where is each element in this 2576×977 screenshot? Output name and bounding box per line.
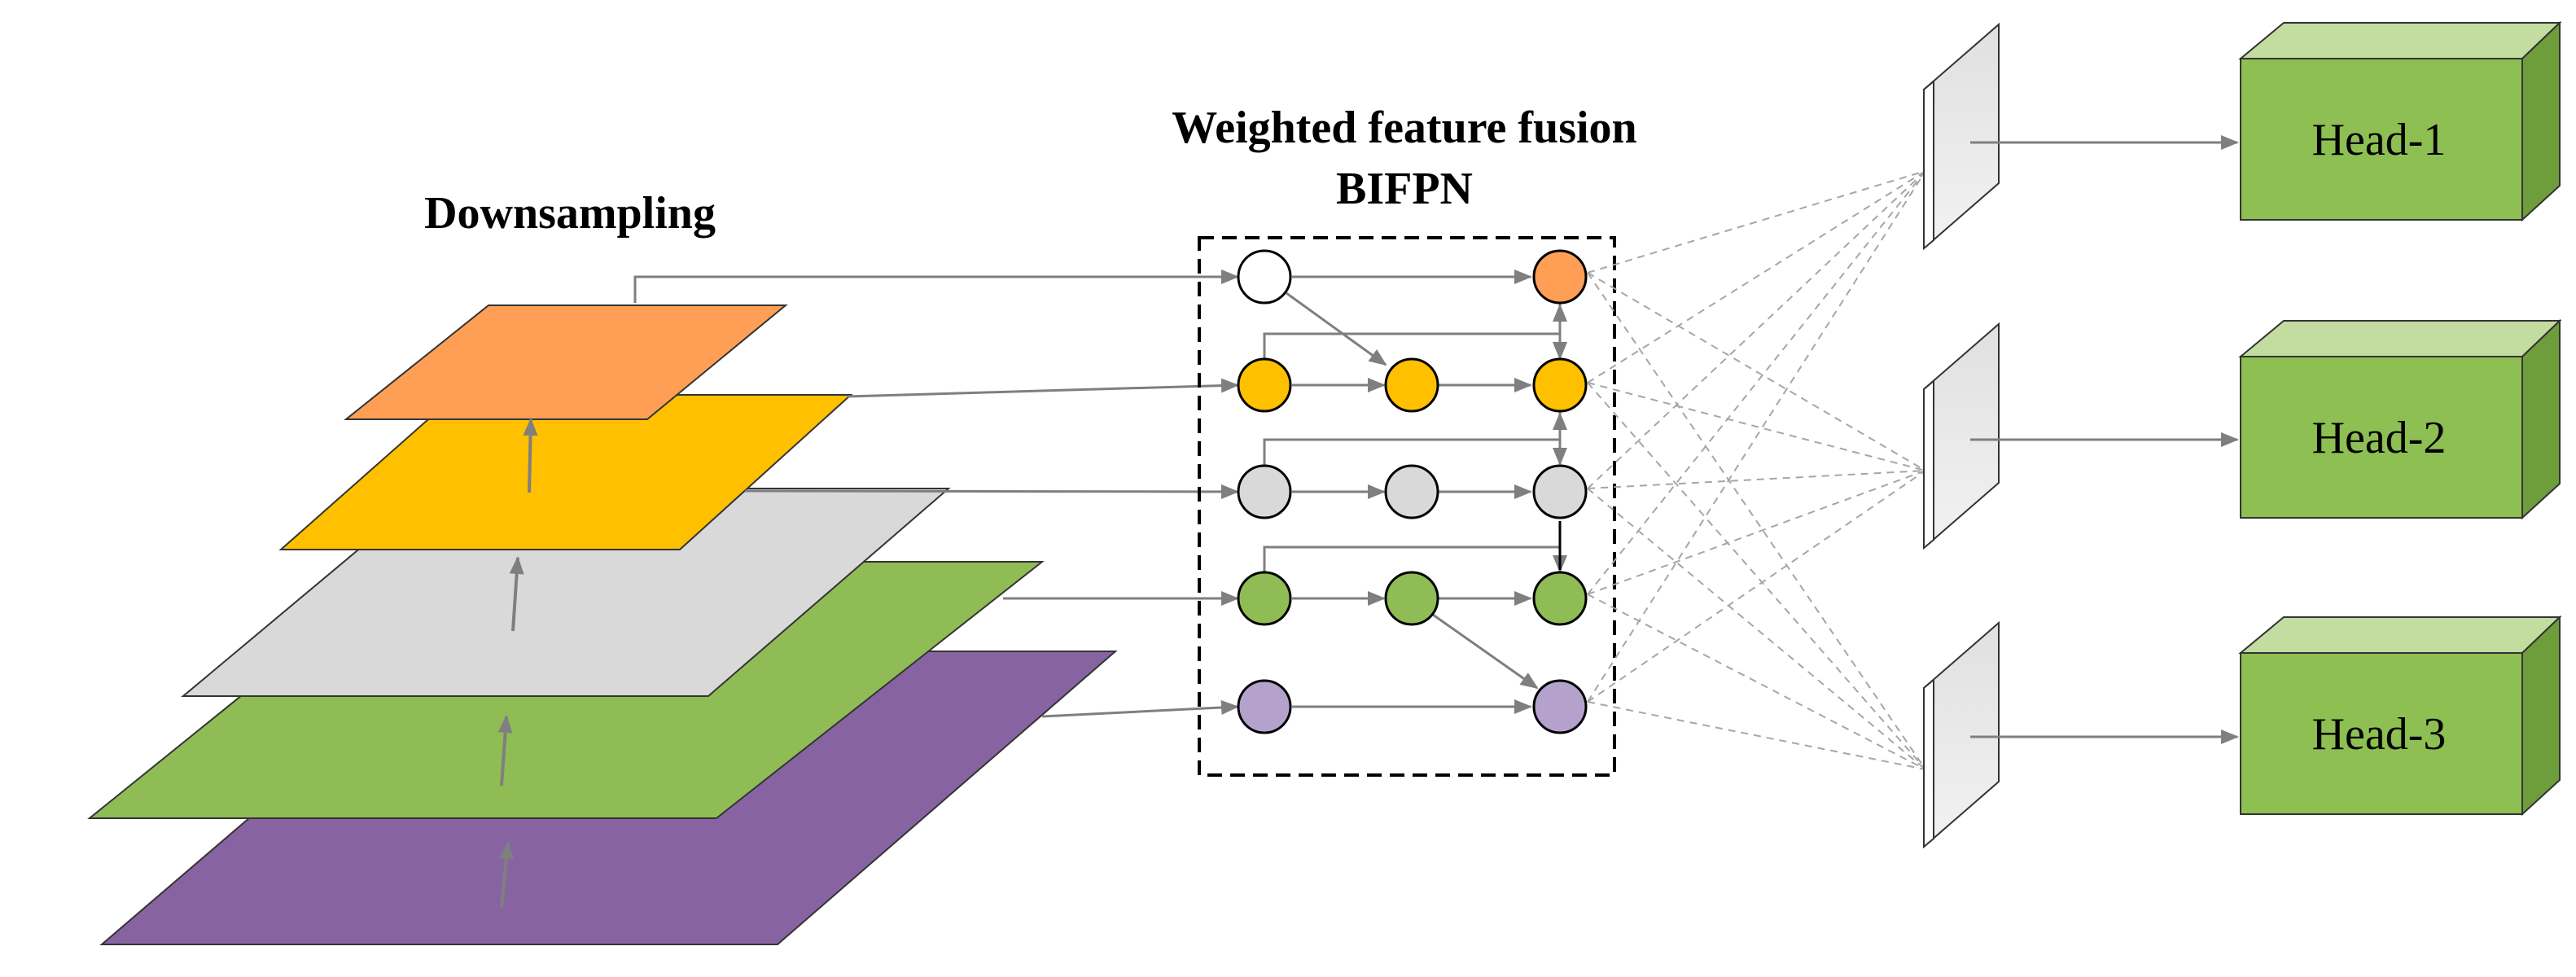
head-1-box: Head-1 (2238, 20, 2562, 222)
node-p7-in (1237, 249, 1292, 304)
bifpn-internal-edges (1263, 269, 1567, 714)
head-3-label: Head-3 (2312, 709, 2447, 760)
lateral-connections (633, 269, 1239, 718)
up-arrow-2 (497, 715, 513, 786)
feature-panel-3 (1923, 620, 2000, 849)
node-p4-out (1532, 571, 1588, 626)
lateral-purple (1041, 700, 1239, 718)
head-1-label: Head-1 (2312, 115, 2447, 165)
head-arrows (1970, 135, 2239, 744)
node-p6-out (1532, 357, 1588, 413)
downsampling-pyramid (87, 304, 1118, 945)
head-2-box: Head-2 (2238, 318, 2562, 520)
fusion-title-line2: BIFPN (1336, 164, 1473, 214)
node-p6-mid (1384, 357, 1439, 413)
feature-panel-1 (1923, 22, 2000, 251)
layer-yellow (278, 394, 853, 550)
layer-orange (344, 304, 788, 420)
node-p7-out (1532, 249, 1588, 304)
lateral-orange (633, 269, 1239, 303)
bifpn-nodes (1237, 249, 1588, 734)
node-p5-in (1237, 464, 1292, 519)
node-p5-mid (1384, 464, 1439, 519)
node-p6-in (1237, 357, 1292, 413)
fusion-title-line1: Weighted feature fusion (1172, 103, 1636, 153)
node-p3-out (1532, 679, 1588, 734)
head-2-label: Head-2 (2312, 413, 2447, 463)
head-3-box: Head-3 (2238, 615, 2562, 817)
up-arrow-1 (499, 841, 514, 909)
node-p4-mid (1384, 571, 1439, 626)
lateral-gray (744, 484, 1239, 499)
lateral-yellow (846, 378, 1239, 398)
fanout-connections (1587, 170, 1926, 770)
feature-panel-2 (1923, 322, 2000, 550)
bifpn-dashed-box (1198, 236, 1616, 777)
up-arrow-3 (509, 556, 524, 632)
node-p4-in (1237, 571, 1292, 626)
feature-panels (1923, 22, 2000, 849)
up-arrow-4 (523, 418, 538, 493)
node-p5-out (1532, 464, 1588, 519)
node-p3-in (1237, 679, 1292, 734)
downsampling-title: Downsampling (424, 188, 716, 239)
